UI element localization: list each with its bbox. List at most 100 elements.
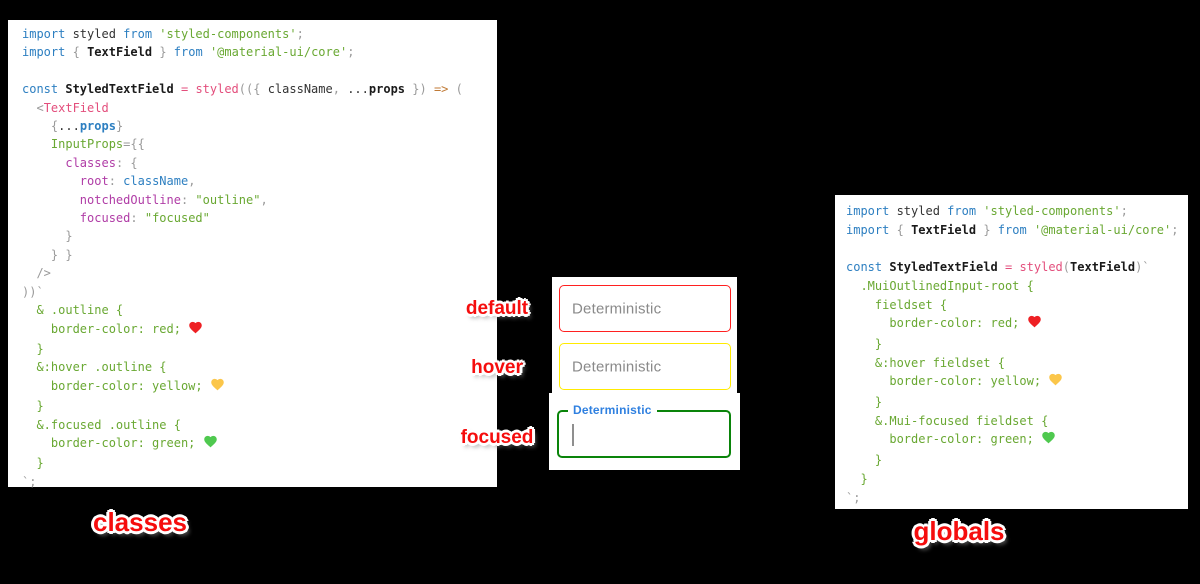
code-token: styled [195, 82, 239, 97]
code-token [80, 45, 87, 59]
code-token: } [159, 45, 167, 60]
code-token: styled [1019, 260, 1063, 275]
code-token: import [22, 27, 66, 41]
code-token [138, 211, 145, 225]
caption-globals: globals [913, 516, 1005, 546]
code-token: border-color: yellow; [50, 378, 210, 393]
code-token [846, 356, 875, 370]
code-line: import { TextField } from '@material-ui/… [22, 43, 497, 61]
code-line: /> [22, 264, 497, 282]
code-token: from [947, 204, 977, 218]
code-token [22, 156, 65, 170]
code-line: } [22, 397, 497, 415]
code-token: = [123, 137, 131, 152]
code-token: = [1004, 260, 1013, 275]
code-token: TextField [43, 100, 109, 115]
code-token: notchedOutline [79, 192, 181, 207]
annotation-focused: focused [460, 427, 534, 448]
code-token: TextField [87, 45, 153, 60]
code-line: import styled from 'styled-components'; [22, 25, 497, 43]
code-line: } [846, 335, 1188, 354]
code-token [174, 82, 181, 96]
code-line: classes: { [22, 154, 497, 172]
code-token [846, 374, 889, 388]
code-line: border-color: yellow; [22, 377, 497, 397]
code-token: ... [58, 119, 80, 134]
textfield-hover[interactable]: Deterministic [559, 343, 731, 390]
code-token: ( [455, 82, 463, 97]
code-token [22, 379, 51, 393]
code-line: .MuiOutlinedInput-root { [846, 277, 1188, 296]
code-token [846, 453, 875, 467]
code-token: fieldset { [874, 297, 948, 312]
code-line [846, 239, 1188, 258]
code-line: notchedOutline: "outline", [22, 191, 497, 209]
code-token: &:hover .outline { [36, 360, 167, 375]
code-token [22, 229, 65, 243]
code-token: => [433, 82, 449, 97]
code-token: '@material-ui/core' [1033, 222, 1172, 237]
code-line: border-color: yellow; [846, 372, 1188, 393]
code-token: StyledTextField [889, 260, 998, 275]
code-token: from [123, 27, 153, 41]
annotation-hover: hover [471, 357, 523, 378]
code-token: border-color: green; [889, 432, 1042, 447]
code-token: ; [1171, 222, 1179, 237]
code-token: < [36, 100, 44, 115]
code-token: from [173, 45, 203, 60]
code-line: } } [22, 246, 497, 264]
code-token: , [188, 174, 196, 189]
code-token: { [896, 222, 904, 237]
code-token: TextField [911, 222, 977, 237]
code-token: .MuiOutlinedInput-root { [860, 278, 1034, 293]
textfield-label: Deterministic [572, 300, 662, 317]
code-token [22, 248, 51, 262]
code-token [846, 432, 889, 446]
code-token: ))` [22, 284, 44, 299]
code-token: styled [889, 204, 948, 218]
code-token: : [108, 174, 116, 189]
textfield-focused[interactable]: Deterministic [557, 403, 731, 458]
code-token: className [260, 82, 333, 97]
code-line: border-color: green; [846, 430, 1188, 451]
code-line: &:hover .outline { [22, 358, 497, 376]
code-line: &:hover fieldset { [846, 354, 1188, 373]
code-token [22, 418, 36, 432]
code-token [65, 45, 72, 59]
caption-classes: classes [93, 507, 187, 537]
code-line: } [22, 227, 497, 245]
textfield-default[interactable]: Deterministic [559, 285, 731, 332]
code-token [427, 82, 434, 96]
textfield-label: Deterministic [572, 358, 662, 375]
code-token: ; [1120, 204, 1128, 218]
code-token: } [115, 119, 124, 134]
code-token [22, 119, 51, 133]
code-token [998, 260, 1005, 274]
code-line: &.Mui-focused fieldset { [846, 412, 1188, 431]
code-token [22, 322, 51, 336]
code-token: { [50, 119, 59, 134]
code-token [22, 399, 36, 413]
code-token: classes [65, 155, 116, 170]
code-token [846, 279, 860, 293]
code-token: border-color: red; [889, 316, 1027, 331]
code-token [22, 137, 51, 151]
code-token: { [72, 45, 80, 60]
code-token: } [874, 395, 883, 410]
code-token: , [260, 192, 268, 207]
code-line: <TextField [22, 99, 497, 117]
code-token: } [983, 222, 991, 237]
code-token [846, 395, 875, 409]
code-token: styled [65, 27, 124, 41]
code-line: const StyledTextField = styled(({ classN… [22, 80, 497, 98]
code-token: TextField [1070, 260, 1136, 275]
code-token: (({ [238, 82, 261, 97]
code-token: focused [79, 211, 131, 226]
code-token: , [332, 82, 340, 97]
code-token [22, 456, 36, 470]
code-token: const [22, 82, 59, 97]
code-line: root: className, [22, 172, 497, 190]
code-token: from [997, 222, 1027, 237]
code-token: /> [36, 266, 51, 281]
